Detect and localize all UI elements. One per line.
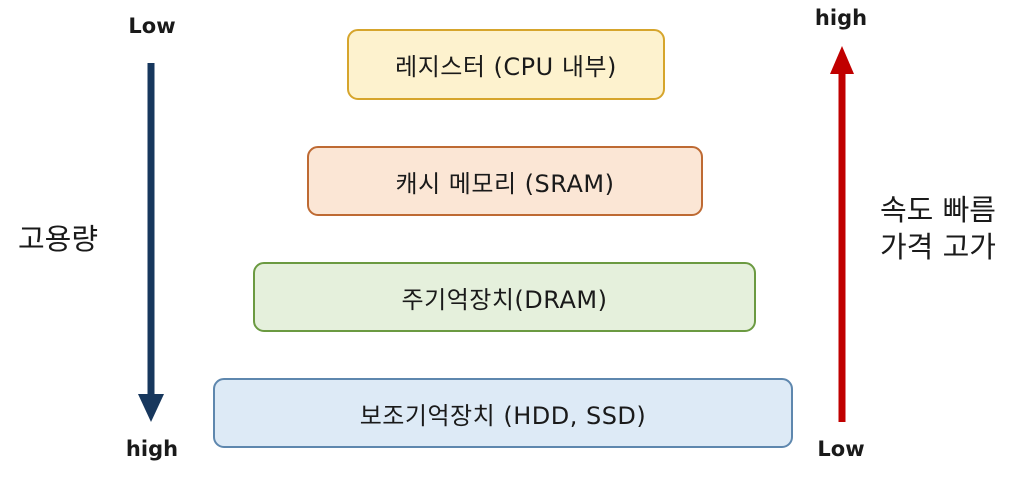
level-box-main-memory: 주기억장치(DRAM) [253,262,756,332]
capacity-arrow-down-icon [138,63,164,422]
speed-price-label: 속도 빠름 가격 고가 [880,192,996,266]
speed-label-line1: 속도 빠름 [880,193,996,227]
capacity-label: 고용량 [18,222,99,256]
level-label: 주기억장치(DRAM) [401,285,608,314]
left-axis-top-label: Low [128,14,176,38]
level-box-cache: 캐시 메모리 (SRAM) [307,146,703,216]
level-box-register: 레지스터 (CPU 내부) [347,29,665,100]
right-axis-top-label: high [814,6,868,30]
level-label: 보조기억장치 (HDD, SSD) [359,401,647,430]
right-axis-bottom-label: Low [817,437,865,461]
speed-arrow-up-icon [830,46,854,422]
price-label-line2: 가격 고가 [880,230,996,264]
level-box-secondary-storage: 보조기억장치 (HDD, SSD) [213,378,793,448]
level-label: 레지스터 (CPU 내부) [395,53,617,81]
left-axis-bottom-label: high [125,437,179,461]
level-label: 캐시 메모리 (SRAM) [395,169,615,198]
